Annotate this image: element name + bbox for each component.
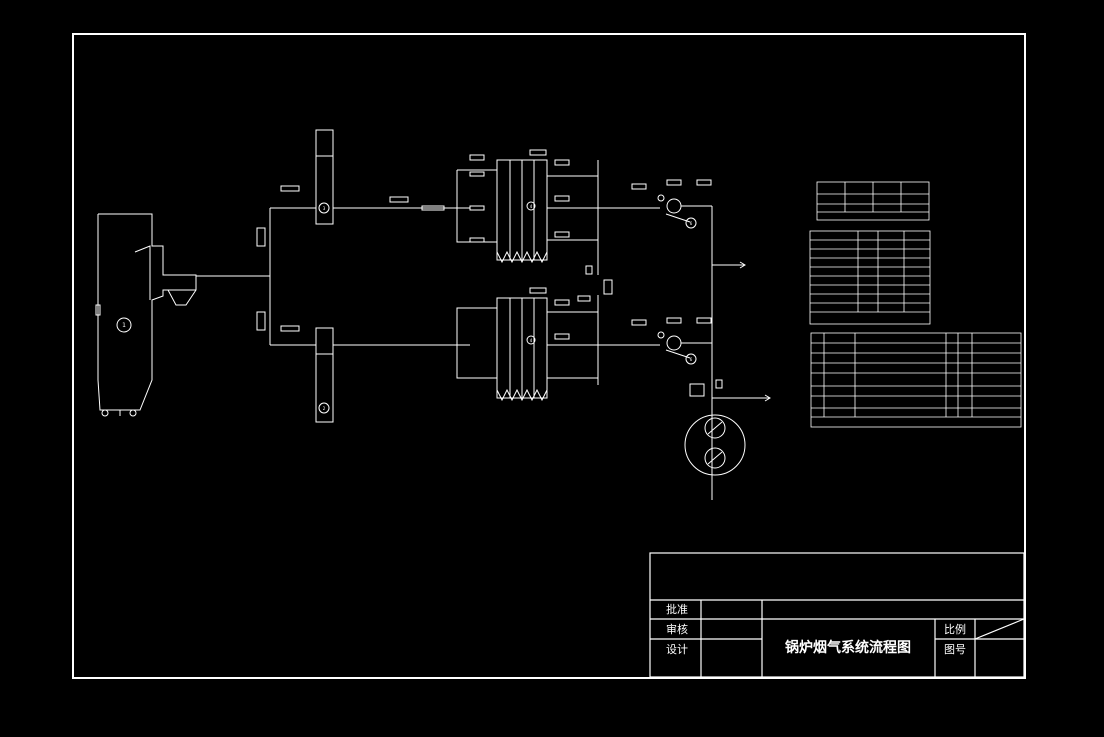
legend-table <box>816 181 930 221</box>
top-cooler-number: 3 <box>323 206 326 211</box>
top-esp-number: 4 <box>530 204 533 209</box>
title-approve-label: 批准 <box>666 602 688 616</box>
boiler <box>95 213 197 417</box>
bottom-fan-motor-number: 6 <box>690 357 693 362</box>
top-esp <box>456 149 660 275</box>
main-flue-duct <box>196 185 316 346</box>
boiler-number: 1 <box>122 322 126 329</box>
title-scale-label: 比例 <box>944 622 966 636</box>
title-block <box>649 552 1025 678</box>
top-fan-motor-number: 6 <box>690 221 693 226</box>
esp-crossover <box>585 265 613 295</box>
top-id-fan <box>631 179 712 229</box>
bottom-esp-number: 4 <box>530 338 533 343</box>
chimney-duct <box>684 206 771 500</box>
drawing-frame <box>72 33 1026 679</box>
title-design-label: 设计 <box>666 643 688 656</box>
equipment-table <box>810 332 1022 428</box>
title-drawing-no-label: 图号 <box>944 643 966 656</box>
top-cooler-unit <box>315 129 470 225</box>
bottom-cooler-unit <box>315 327 470 423</box>
title-review-label: 审核 <box>666 622 688 636</box>
bottom-esp <box>456 287 660 402</box>
drawing-title: 锅炉烟气系统流程图 <box>785 639 911 656</box>
bottom-cooler-number: 2 <box>323 406 326 411</box>
parameter-table <box>809 230 931 325</box>
bottom-id-fan <box>631 317 712 365</box>
